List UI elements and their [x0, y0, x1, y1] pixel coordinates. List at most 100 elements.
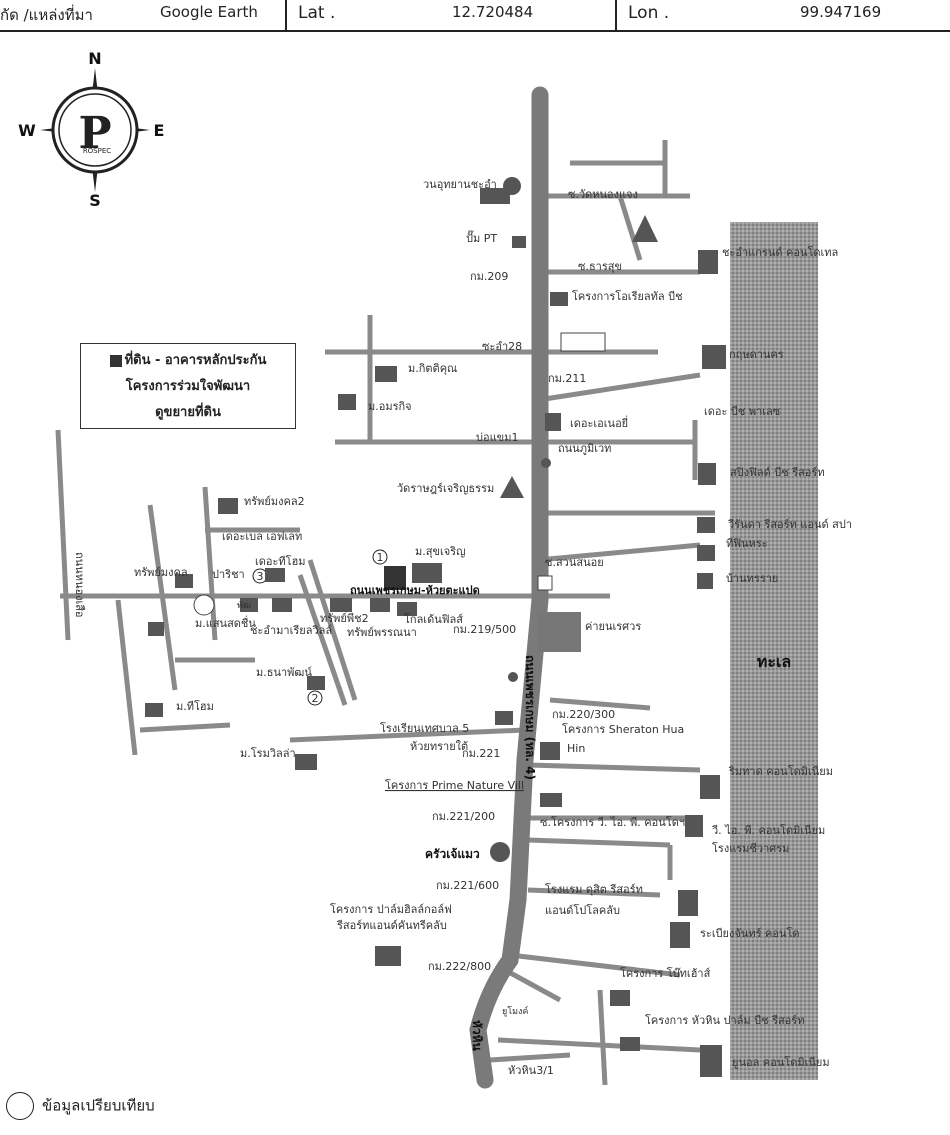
- condo-icon: [698, 250, 718, 274]
- map-label: ห้วยทรายใต้: [410, 740, 468, 753]
- comparison-circle-icon: [6, 1092, 34, 1120]
- map-label: ซ.ธารสุข: [578, 260, 622, 273]
- header-divider: [285, 0, 287, 30]
- building-icon: [307, 676, 325, 690]
- map-label: บ่อแขม1: [476, 431, 518, 444]
- footer-legend: ข้อมูลเปรียบเทียบ: [6, 1092, 155, 1120]
- north-label: N: [88, 49, 101, 68]
- map-label: กม.209: [470, 270, 508, 283]
- map-label: ค่ายนเรศวร: [585, 620, 641, 633]
- building-icon: [610, 990, 630, 1006]
- school-icon: [495, 711, 513, 725]
- condo-icon: [697, 573, 713, 589]
- subject-land-marker[interactable]: [384, 566, 406, 590]
- building-icon: [620, 1037, 640, 1051]
- source-value: Google Earth: [160, 3, 258, 21]
- map-label: โรงแรมชีวาศรม: [712, 841, 789, 855]
- map-label: ยูนอล คอนโดมิเนียม: [732, 1055, 830, 1069]
- building-icon: [412, 563, 442, 583]
- building-icon: [240, 598, 258, 612]
- header-bar: กัด /แหล่งที่มา Google Earth Lat . 12.72…: [0, 0, 950, 32]
- comparison-marker-1[interactable]: [372, 549, 388, 565]
- map-label: กม.219/500: [453, 623, 516, 636]
- legend-line-3: ดูขยายที่ดิน: [155, 405, 221, 420]
- map-label: ม.ทีโฮม: [176, 699, 214, 713]
- condo-icon: [685, 815, 703, 837]
- legend-title: ที่ดิน - อาคารหลักประกัน: [81, 349, 295, 370]
- map-label: หัวหิน3/1: [508, 1064, 554, 1077]
- building-icon: [370, 598, 390, 612]
- map-label: ซ.โครงการ วี. ไอ. พี. คอนโดฯ: [540, 815, 685, 829]
- tree-icon: [503, 177, 521, 195]
- government-icon: [193, 594, 215, 616]
- building-icon: [295, 754, 317, 770]
- building-icon: [148, 622, 164, 636]
- logo-text: ROSPEC: [83, 147, 111, 155]
- map-label: ทรัพย์มงคล: [134, 566, 188, 579]
- map-label: ปั๊ม PT: [466, 230, 497, 245]
- building-icon: [375, 366, 397, 382]
- building-icon: [480, 188, 510, 204]
- sea-label: ทะเล: [757, 652, 791, 671]
- legend-box: ที่ดิน - อาคารหลักประกัน โครงการร่วมใจพั…: [80, 343, 296, 429]
- map-label: ม.โรมวิลล่า: [240, 746, 296, 760]
- comparison-marker-3-label: 3: [257, 570, 264, 583]
- poi-icon: [508, 672, 518, 682]
- map-label: กม.221/200: [432, 810, 495, 823]
- map-label: หัวหิน: [470, 1020, 484, 1052]
- map-label: ถนนภูมิเวท: [558, 442, 611, 455]
- map-label: โกลเด้นฟิลส์: [404, 612, 463, 626]
- building-icon: [265, 568, 285, 582]
- map-label: โครงการ ปาล์มฮิลล์กอล์ฟ: [330, 902, 452, 916]
- comparison-marker-2[interactable]: [307, 690, 323, 706]
- map-label: ยูโมงค์: [502, 1005, 528, 1017]
- building-icon: [540, 742, 560, 760]
- building-icon: [375, 946, 401, 966]
- map-label: ทรัพย์พรรณนา: [347, 626, 417, 639]
- comparison-marker-1-label: 1: [377, 551, 384, 564]
- map-label: ซ.วัดหนองแจง: [568, 188, 638, 201]
- map-label: ชะอำแกรนด์ คอนโดเทล: [722, 245, 838, 259]
- south-label: S: [89, 191, 101, 210]
- header-divider: [615, 0, 617, 30]
- building-icon: [540, 793, 562, 807]
- map-label: ม.แสนสดชื่น: [195, 615, 256, 630]
- condo-icon: [545, 413, 561, 431]
- convenience-store-icon: [537, 575, 553, 591]
- building-icon: [218, 498, 238, 514]
- landmark-icons: [145, 177, 726, 1077]
- map-label: ระเบียงจันทร์ คอนโด: [700, 926, 800, 940]
- logo-mark: P: [78, 108, 111, 159]
- building-icon: [272, 598, 292, 612]
- map-label: โครงการโอเรียลทัล บีช: [572, 289, 683, 303]
- condo-icon: [700, 1045, 722, 1077]
- gas-station-icon: [512, 236, 526, 248]
- building-icon: [330, 598, 352, 612]
- map-label: ทีฟินหระ: [726, 537, 768, 550]
- map-label: วี. ไอ. พี. คอนโดมิเนียม: [711, 823, 825, 837]
- map-label: เดอะเอเนอยี่: [570, 415, 628, 430]
- map-label: กม.211: [548, 372, 586, 385]
- condo-icon: [702, 345, 726, 369]
- map-label: โครงการ โบ๊ทเฮ้าส์: [620, 966, 711, 980]
- map-label: ทรัพย์มงคล2: [244, 495, 305, 508]
- building-icon: [145, 703, 163, 717]
- map-label: วนอุทยานชะอำ: [423, 178, 497, 191]
- map-label: รีสอร์ทแอนด์คันทรีคลับ: [336, 919, 447, 932]
- map-label: เดอะเบล เอฟเลท: [222, 530, 302, 543]
- map-label: กม.222/800: [428, 960, 491, 973]
- main-road-label: ถนนเพชรเกษม (ทล. 4): [523, 655, 537, 780]
- legend-line-2: โครงการร่วมใจพัฒนา: [125, 379, 251, 394]
- legend-line-1: ที่ดิน - อาคารหลักประกัน: [124, 353, 267, 368]
- lat-value: 12.720484: [452, 3, 534, 21]
- main-highway: [469, 86, 549, 1089]
- building-icon: [550, 292, 568, 306]
- west-label: W: [18, 121, 36, 140]
- map-label: โครงการ Prime Nature Vill: [385, 778, 524, 792]
- building-icon: [338, 394, 356, 410]
- sea-area: [730, 222, 818, 1080]
- poi-icon: [541, 458, 551, 468]
- condo-icon: [678, 890, 698, 916]
- map-label: กม.221: [462, 747, 500, 760]
